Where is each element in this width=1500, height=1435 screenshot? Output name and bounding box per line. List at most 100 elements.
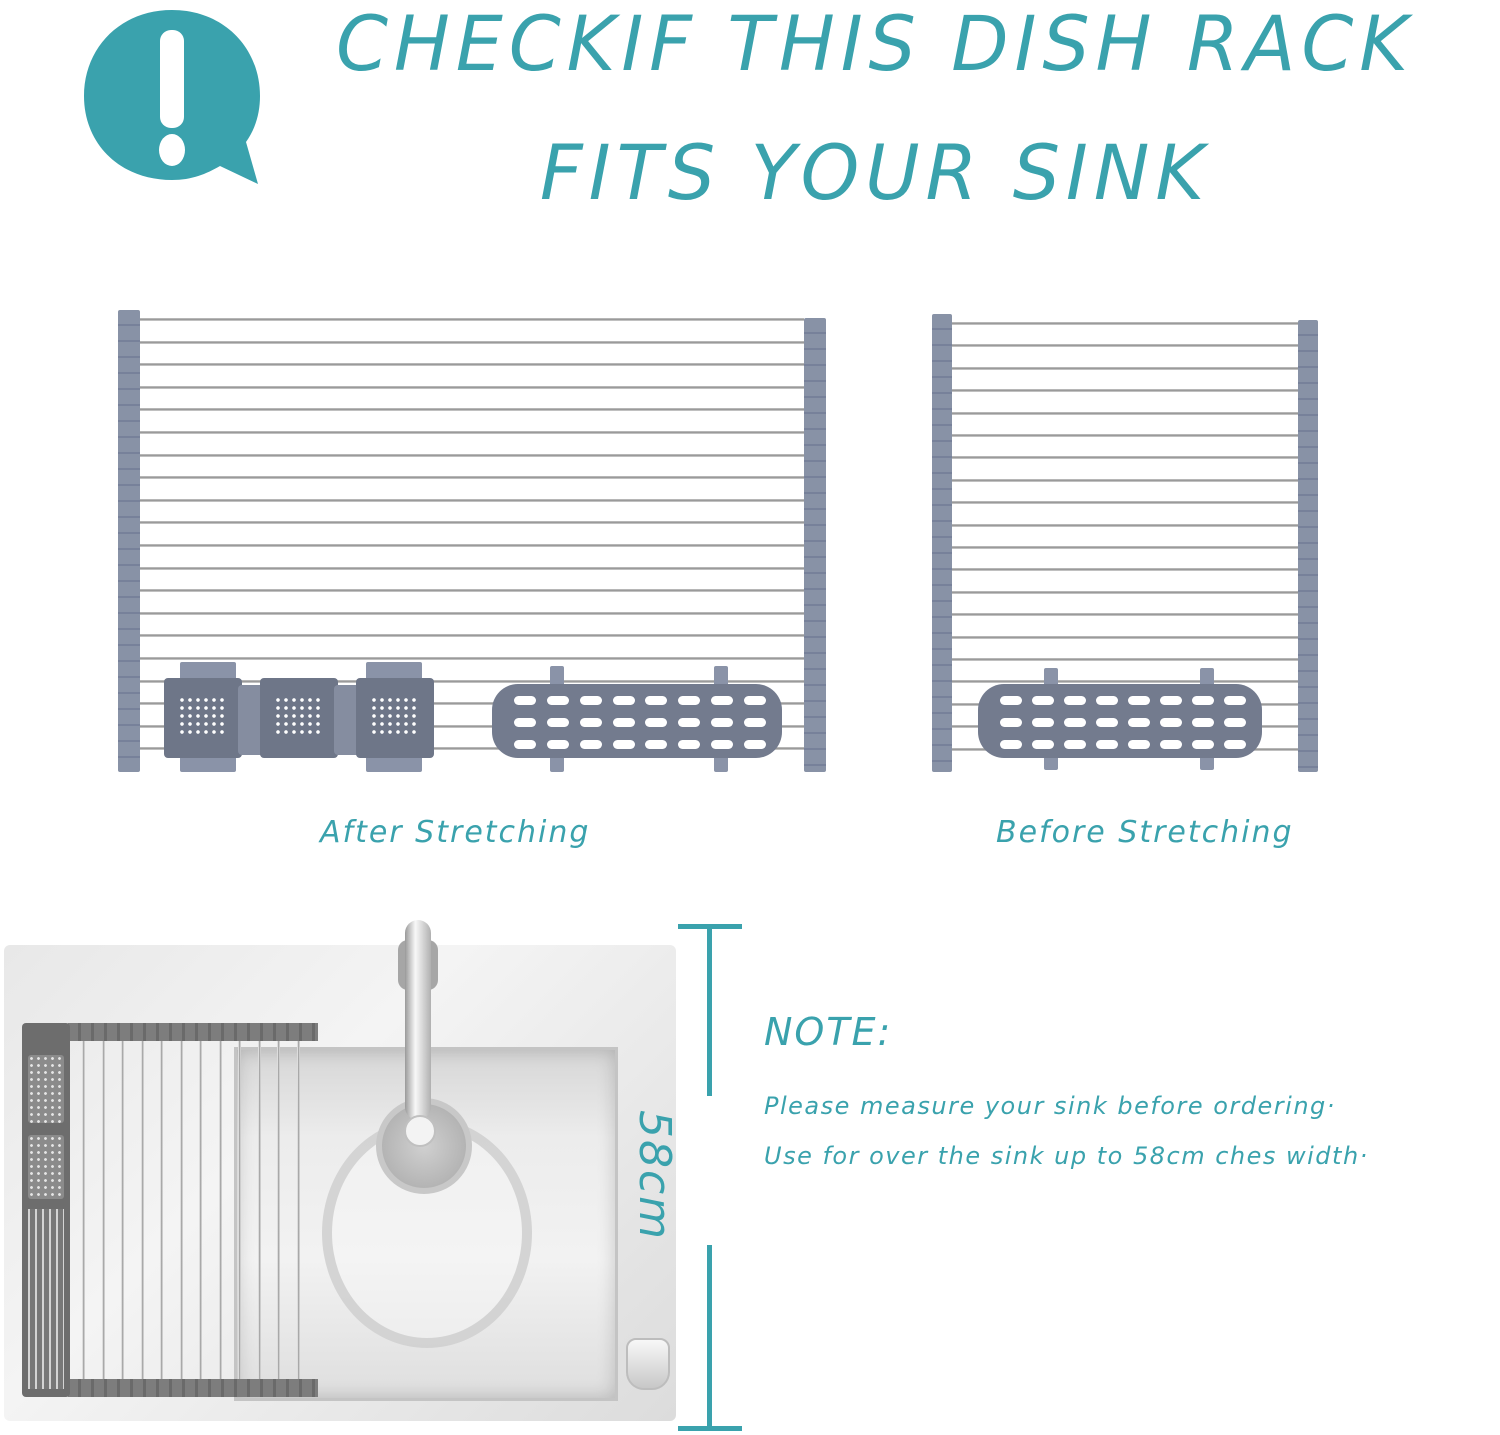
caption-after-stretching: After Stretching <box>320 815 591 850</box>
tray-slot <box>645 718 668 727</box>
tray-slot <box>1128 696 1150 705</box>
left-rail <box>932 314 952 772</box>
rack-rod <box>952 546 1298 549</box>
rack-rod <box>952 411 1298 415</box>
dimension-label: 58cm <box>629 1110 680 1242</box>
rack-rod <box>140 1041 144 1379</box>
rack-rod <box>101 1041 105 1379</box>
tray-slot <box>645 740 668 749</box>
tray-slot <box>579 718 602 727</box>
basket-clip <box>180 662 236 680</box>
soap-dispenser <box>626 1338 670 1390</box>
rack-rod <box>140 702 804 706</box>
rack-rod <box>140 657 804 660</box>
sponge-tray <box>492 684 782 758</box>
dimension-cap-bottom <box>678 1426 742 1431</box>
tray-slot <box>645 696 668 705</box>
tray-slot <box>1224 718 1246 727</box>
tray-slot <box>744 696 766 705</box>
tray-slot <box>744 740 766 749</box>
rack-rod <box>952 456 1298 460</box>
headline: CHECKIF THIS DISH RACK FITS YOUR SINK <box>312 0 1439 228</box>
rack-rod <box>257 1041 261 1379</box>
rack-rod <box>140 611 804 615</box>
tray-clip <box>714 666 728 686</box>
basket-long-cell <box>28 1209 64 1389</box>
tray-slot <box>514 718 536 727</box>
tray-slot <box>1064 696 1086 705</box>
tray-slot <box>1128 718 1150 727</box>
basket-clip <box>180 754 236 772</box>
rack-rod <box>179 1041 183 1379</box>
rack-after-stretching <box>118 310 826 774</box>
rack-in-sink <box>22 1023 318 1397</box>
side-basket <box>22 1023 70 1397</box>
tray-slot <box>1224 696 1246 705</box>
tray-slot <box>1032 696 1054 705</box>
rack-rod <box>952 590 1298 594</box>
headline-line-1: CHECKIF THIS DISH RACK <box>336 0 1414 88</box>
left-rail <box>118 310 140 772</box>
rack-rod <box>952 613 1298 617</box>
rack-rod <box>952 344 1298 348</box>
right-rail <box>804 318 826 772</box>
tray-slot <box>546 696 569 705</box>
tray-slot <box>711 696 734 705</box>
rack-rod <box>238 1041 241 1379</box>
tray-slot <box>546 740 569 749</box>
rack-rod <box>952 366 1298 370</box>
note-line-1: Please measure your sink before ordering… <box>764 1092 1336 1120</box>
faucet-head <box>404 1115 436 1147</box>
rack-rod <box>952 523 1298 527</box>
tray-slot <box>612 740 635 749</box>
tray-slot <box>1032 740 1054 749</box>
note-title: NOTE: <box>764 1010 893 1054</box>
tray-slot <box>1096 696 1118 705</box>
tray-slot <box>514 696 536 705</box>
tray-slot <box>1032 718 1054 727</box>
rack-rod <box>140 634 804 638</box>
basket-cell <box>28 1135 64 1199</box>
tray-slot <box>1064 718 1086 727</box>
dimension-line-upper <box>707 926 712 1096</box>
rack-before-stretching <box>932 314 1318 774</box>
sponge-tray <box>978 684 1262 758</box>
rack-rod <box>140 431 804 434</box>
tray-slot <box>1064 740 1086 749</box>
rack-rod <box>121 1041 124 1379</box>
rack-rod <box>952 501 1298 505</box>
utensil-basket <box>356 678 434 758</box>
rack-rod <box>140 679 804 683</box>
tray-clip <box>1044 668 1058 688</box>
tray-slot <box>1160 718 1182 727</box>
rack-rod <box>952 568 1298 572</box>
rack-rod <box>952 389 1298 393</box>
rack-rod <box>952 478 1298 482</box>
tray-slot <box>1000 740 1022 749</box>
tray-slot <box>1160 740 1182 749</box>
tray-slot <box>579 740 602 749</box>
rack-rod <box>140 363 804 367</box>
tray-slot <box>1128 740 1150 749</box>
faucet <box>405 920 431 1120</box>
exclamation-speech-bubble-icon <box>84 10 260 184</box>
rack-rod <box>160 1041 163 1379</box>
tray-slot <box>1096 718 1118 727</box>
rack-rod <box>296 1041 300 1379</box>
tray-slot <box>612 696 635 705</box>
tray-slot <box>678 718 701 727</box>
tray-slot <box>1224 740 1246 749</box>
rack-rod <box>140 385 804 389</box>
tray-slot <box>1096 740 1118 749</box>
utensil-basket <box>164 678 242 758</box>
basket-cell <box>28 1055 64 1123</box>
basket-clip <box>366 754 422 772</box>
utensil-basket <box>260 678 338 758</box>
tray-slot <box>1192 696 1214 705</box>
rack-rod <box>277 1041 280 1379</box>
caption-before-stretching: Before Stretching <box>996 815 1294 850</box>
tray-slot <box>711 718 734 727</box>
rack-rod <box>952 434 1298 437</box>
tray-slot <box>711 740 734 749</box>
rack-rod <box>82 1041 85 1379</box>
